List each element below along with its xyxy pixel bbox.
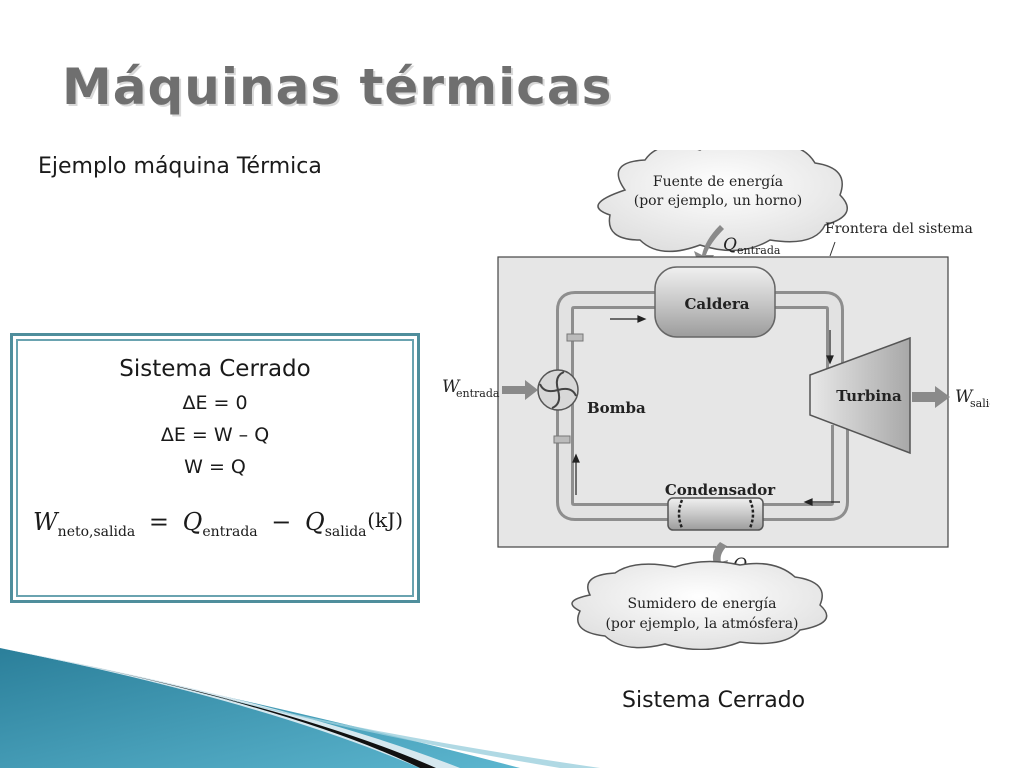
work-out-symbol: W [955, 387, 974, 407]
equation-energy-balance: ΔE = W – Q [160, 424, 270, 446]
slide-title: Máquinas térmicas [62, 58, 613, 116]
source-label-line2: (por ejemplo, un horno) [634, 193, 802, 209]
energy-source-cloud: Fuente de energía (por ejemplo, un horno… [597, 150, 849, 253]
condenser-label: Condensador [665, 481, 776, 499]
source-label-line1: Fuente de energía [653, 174, 783, 190]
work-out-subscript: salida [970, 397, 990, 410]
flow-arrows [572, 315, 840, 506]
sink-label-line1: Sumidero de energía [628, 596, 777, 612]
pump-label: Bomba [587, 399, 646, 417]
work-in-arrow [502, 380, 538, 400]
formula-term1: Q [182, 508, 203, 536]
closed-system-box: Sistema Cerrado ΔE = 0 ΔE = W – Q W = Q … [10, 333, 420, 603]
formula-term2-sub: salida [324, 524, 367, 540]
boundary-pointer [829, 241, 836, 257]
work-out-arrow [912, 386, 950, 408]
slide-subtitle: Ejemplo máquina Térmica [38, 154, 322, 179]
turbine: Turbina [809, 336, 911, 455]
box-title: Sistema Cerrado [119, 356, 311, 382]
work-in-subscript: entrada [456, 387, 500, 400]
formula-lhs-sub: neto,salida [57, 524, 136, 540]
formula-term1-sub: entrada [202, 524, 258, 540]
heat-in-symbol: Q [723, 235, 737, 255]
formula-term2: Q [305, 508, 325, 536]
formula-minus: − [271, 508, 292, 536]
equation-energy-zero: ΔE = 0 [182, 392, 248, 414]
boiler-label: Caldera [684, 295, 749, 313]
net-work-formula: Wneto,salida = Qentrada − Qsalida (kJ) [33, 508, 403, 548]
condenser: Condensador [665, 481, 776, 531]
work-in-symbol: W [442, 377, 461, 397]
turbine-label: Turbina [836, 387, 902, 405]
diagram-caption: Sistema Cerrado [622, 688, 806, 713]
energy-sink-cloud: Sumidero de energía (por ejemplo, la atm… [571, 560, 828, 650]
pump: Bomba [537, 369, 646, 417]
footer-decoration [0, 648, 600, 768]
heat-in-subscript: entrada [737, 244, 781, 257]
system-boundary-label: Frontera del sistema [825, 221, 973, 237]
formula-unit: (kJ) [367, 508, 403, 532]
formula-equals: = [148, 508, 170, 536]
equation-work-heat: W = Q [184, 456, 246, 478]
sink-label-line2: (por ejemplo, la atmósfera) [605, 616, 798, 632]
formula-lhs: W [33, 508, 58, 536]
boiler: Caldera [654, 266, 776, 338]
heat-engine-diagram: Fuente de energía (por ejemplo, un horno… [442, 150, 990, 650]
